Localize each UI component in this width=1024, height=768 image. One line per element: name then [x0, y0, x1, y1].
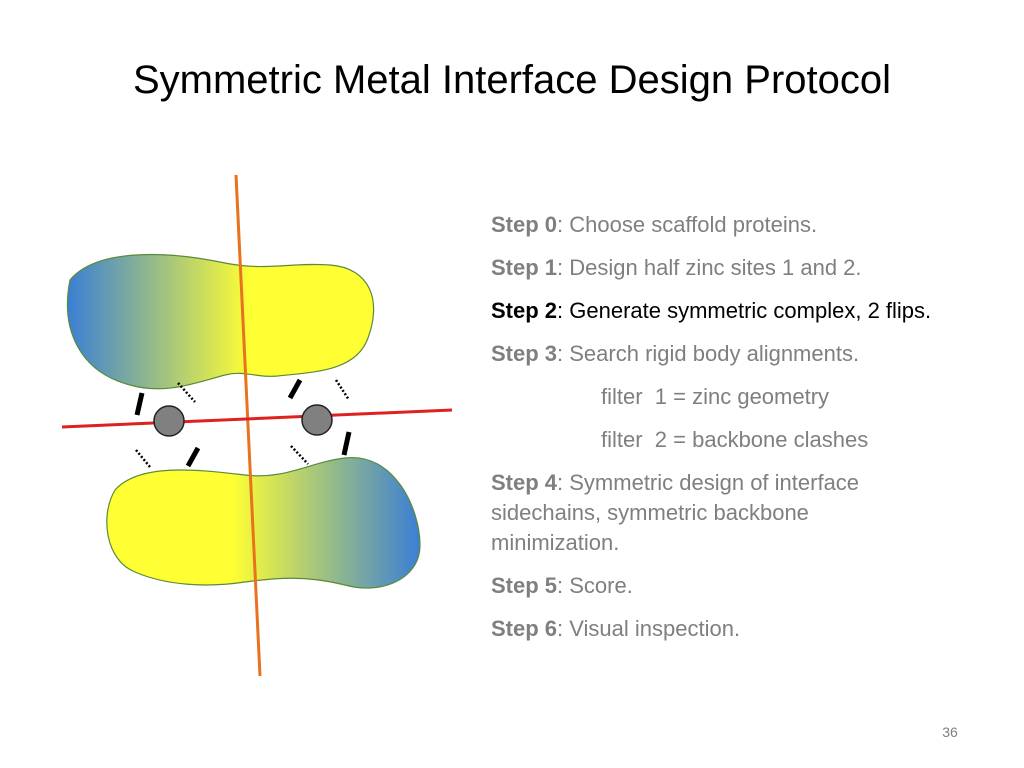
page-number: 36 — [942, 724, 958, 740]
step-text: : Score. — [557, 573, 633, 598]
symmetry-axis-red — [61, 408, 453, 429]
step-label: Step 6 — [491, 616, 558, 641]
sidechain-bond-3 — [287, 378, 303, 400]
slide-title: Symmetric Metal Interface Design Protoco… — [132, 58, 892, 102]
step-label: Step 5 — [491, 573, 558, 598]
sidechain-bond-1 — [134, 392, 145, 416]
sidechain-bond-4 — [341, 431, 352, 456]
step-5: Step 5: Score. — [491, 571, 1016, 601]
step-label: Step 4 — [491, 470, 558, 495]
filter-2: filter 2 = backbone clashes — [601, 427, 869, 452]
symmetry-axis-orange — [234, 174, 262, 677]
sidechain-bond-2 — [185, 446, 201, 468]
step-4: Step 4: Symmetric design of interface si… — [491, 468, 931, 558]
protocol-steps: Step 0: Choose scaffold proteins. Step 1… — [491, 210, 1016, 657]
step-2: Step 2: Generate symmetric complex, 2 fl… — [491, 296, 1016, 326]
step-text: : Symmetric design of interface sidechai… — [491, 470, 860, 555]
step-text: : Design half zinc sites 1 and 2. — [557, 255, 862, 280]
dotted-bond-4 — [290, 445, 309, 465]
step-label: Step 1 — [491, 255, 558, 280]
step-text: : Generate symmetric complex, 2 flips. — [557, 298, 932, 323]
step-1: Step 1: Design half zinc sites 1 and 2. — [491, 253, 1016, 283]
step-3: Step 3: Search rigid body alignments. — [491, 339, 1016, 369]
step-text: : Visual inspection. — [557, 616, 741, 641]
step-6: Step 6: Visual inspection. — [491, 614, 1016, 644]
step-text: : Search rigid body alignments. — [557, 341, 860, 366]
step-label: Step 3 — [491, 341, 558, 366]
dotted-bond-2 — [135, 449, 151, 468]
dotted-bond-1 — [177, 382, 196, 403]
zinc-atom-left — [153, 405, 185, 437]
step-text: : Choose scaffold proteins. — [557, 212, 818, 237]
protein-blob-top — [66, 253, 375, 390]
zinc-atom-right — [301, 404, 333, 436]
protein-blob-bottom — [106, 457, 421, 589]
filter-1: filter 1 = zinc geometry — [601, 384, 830, 409]
step-0: Step 0: Choose scaffold proteins. — [491, 210, 1016, 240]
dotted-bond-3 — [334, 379, 351, 401]
step-label: Step 0 — [491, 212, 558, 237]
step-label: Step 2 — [491, 298, 558, 323]
